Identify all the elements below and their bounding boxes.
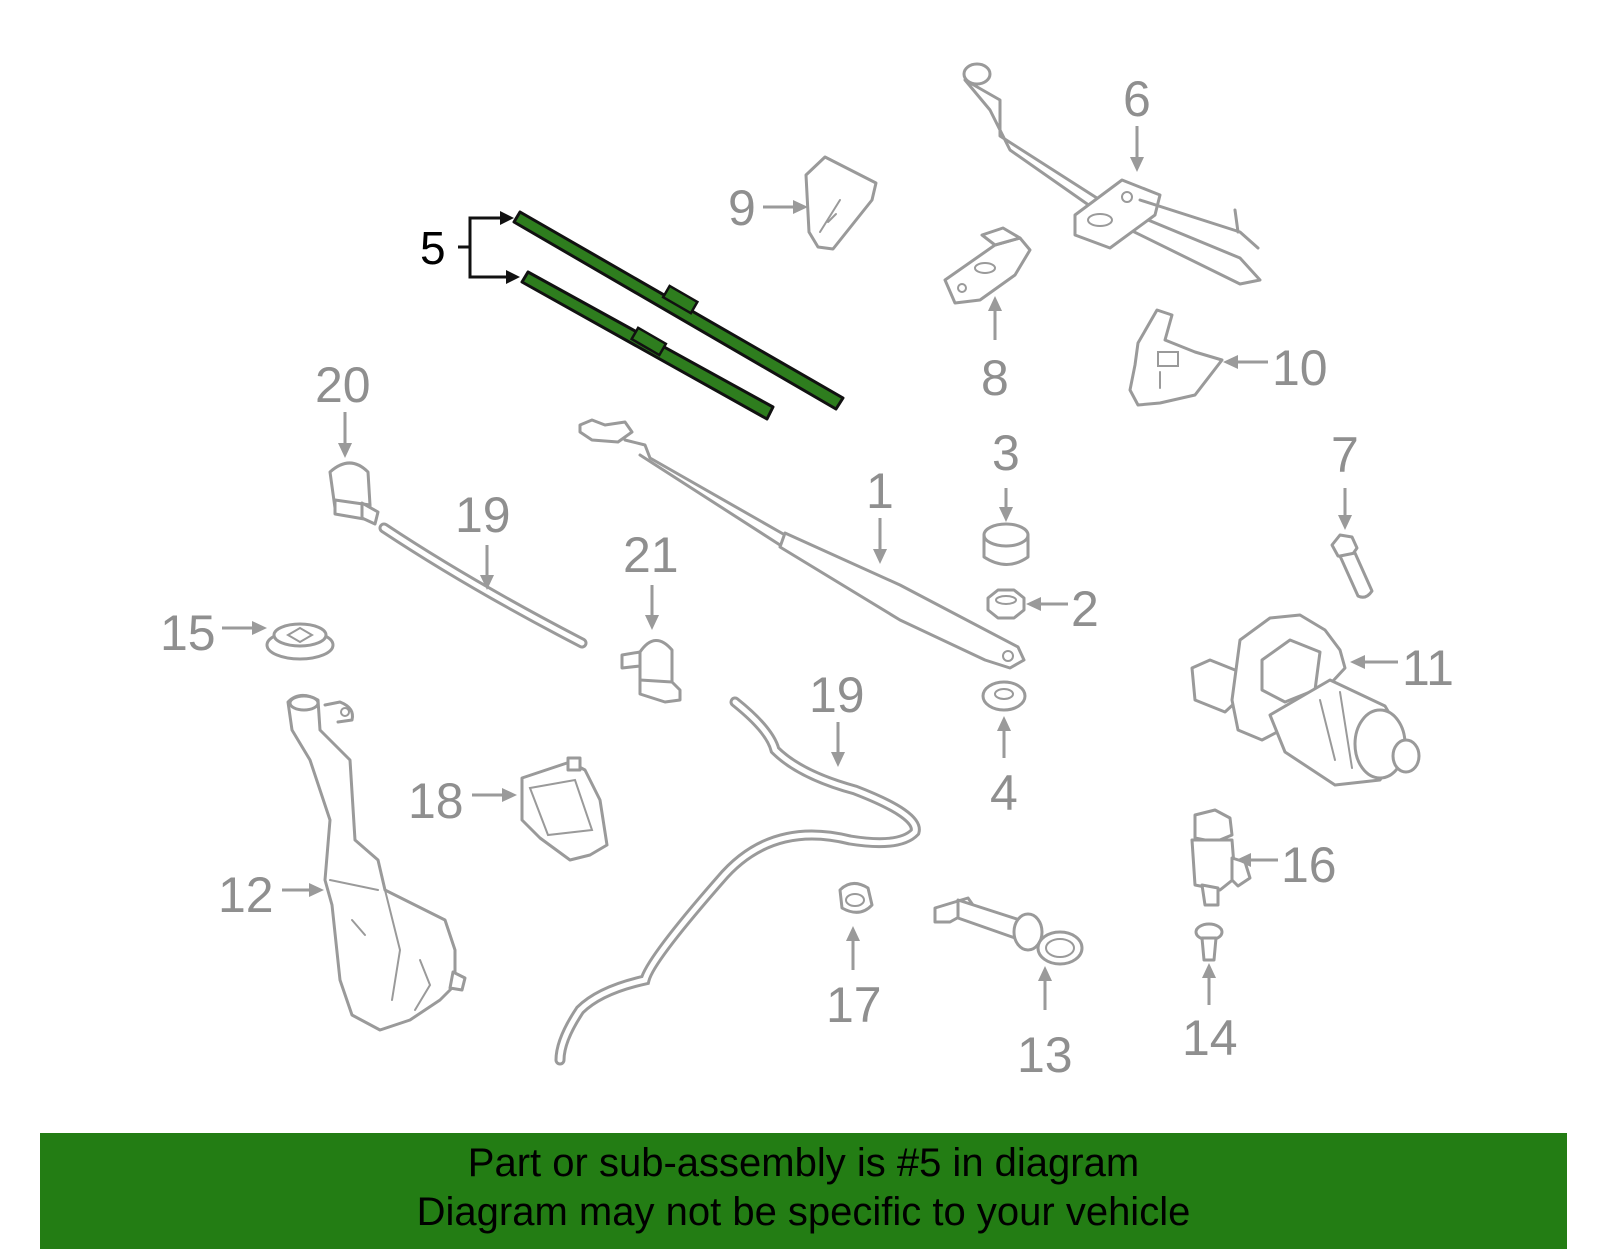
callout-7-leader (1338, 488, 1352, 530)
callout-20: 20 (315, 357, 371, 413)
callout-9-leader (763, 200, 808, 214)
sensor-18[interactable] (520, 756, 609, 862)
wiper-motor[interactable] (1190, 613, 1421, 787)
banner-line-1: Part or sub-assembly is #5 in diagram (467, 1141, 1140, 1185)
callout-17-leader (846, 926, 860, 970)
callout-2: 2 (1071, 581, 1099, 637)
callout-6: 6 (1123, 71, 1151, 127)
washer-nozzle-20[interactable] (328, 461, 380, 526)
callout-18: 18 (408, 773, 464, 829)
grommet-17[interactable] (838, 882, 874, 914)
cap-3[interactable] (982, 522, 1030, 566)
cap-15[interactable] (265, 622, 335, 661)
callout-17: 17 (826, 977, 882, 1033)
washer-hose-lower[interactable] (554, 696, 921, 1066)
fitting-13[interactable] (933, 896, 1084, 966)
callout-21: 21 (623, 527, 679, 583)
callout-20-leader (338, 412, 352, 458)
callout-3: 3 (992, 425, 1020, 481)
callout-11: 11 (1402, 640, 1454, 696)
callout-16: 16 (1281, 837, 1337, 893)
callout-1-leader (873, 518, 887, 564)
callout-19-lower: 19 (809, 667, 865, 723)
callout-14: 14 (1182, 1010, 1238, 1066)
wiper-arm[interactable] (578, 418, 1026, 670)
callout-5: 5 (420, 222, 446, 274)
callout-13-leader (1038, 966, 1052, 1010)
washer-pump[interactable] (1190, 808, 1252, 907)
bracket-8[interactable] (943, 226, 1032, 305)
callout-5-bracket (458, 211, 520, 284)
callout-7: 7 (1331, 427, 1359, 483)
callout-18-leader (472, 788, 517, 802)
callout-2-leader (1026, 597, 1068, 611)
bracket-10[interactable] (1128, 308, 1224, 407)
callout-12: 12 (218, 867, 274, 923)
callout-4-leader (997, 716, 1011, 758)
callout-10-leader (1223, 355, 1268, 369)
callout-16-leader (1236, 853, 1278, 867)
callout-19b-leader (831, 722, 845, 767)
callout-15-leader (222, 621, 267, 635)
callout-14-leader (1202, 963, 1216, 1005)
washer-4[interactable] (981, 680, 1027, 712)
callout-9: 9 (728, 180, 756, 236)
callout-1: 1 (866, 463, 894, 519)
callout-8-leader (988, 296, 1002, 340)
callout-6-leader (1130, 126, 1144, 172)
callout-11-leader (1350, 655, 1398, 669)
bracket-9[interactable] (804, 155, 878, 251)
callout-3-leader (999, 488, 1013, 522)
callout-8: 8 (981, 350, 1009, 406)
callout-10: 10 (1272, 340, 1328, 396)
wiper-linkage[interactable] (962, 62, 1262, 286)
callout-4: 4 (990, 765, 1018, 821)
callout-13: 13 (1017, 1027, 1073, 1083)
bolt-7[interactable] (1330, 533, 1374, 599)
callout-19-upper: 19 (455, 487, 511, 543)
washer-reservoir[interactable] (286, 694, 467, 1032)
screw-14[interactable] (1194, 922, 1224, 962)
banner-line-2: Diagram may not be specific to your vehi… (416, 1190, 1191, 1234)
footer-banner: Part or sub-assembly is #5 in diagram Di… (40, 1133, 1567, 1249)
washer-hose-upper[interactable] (378, 522, 588, 649)
nut-2[interactable] (986, 588, 1026, 620)
callout-15: 15 (160, 605, 216, 661)
wiper-blade-assembly[interactable] (512, 210, 845, 421)
washer-nozzle-21[interactable] (620, 639, 682, 704)
callout-21-leader (645, 585, 659, 630)
callout-19a-leader (480, 545, 494, 590)
callout-12-leader (282, 883, 324, 897)
